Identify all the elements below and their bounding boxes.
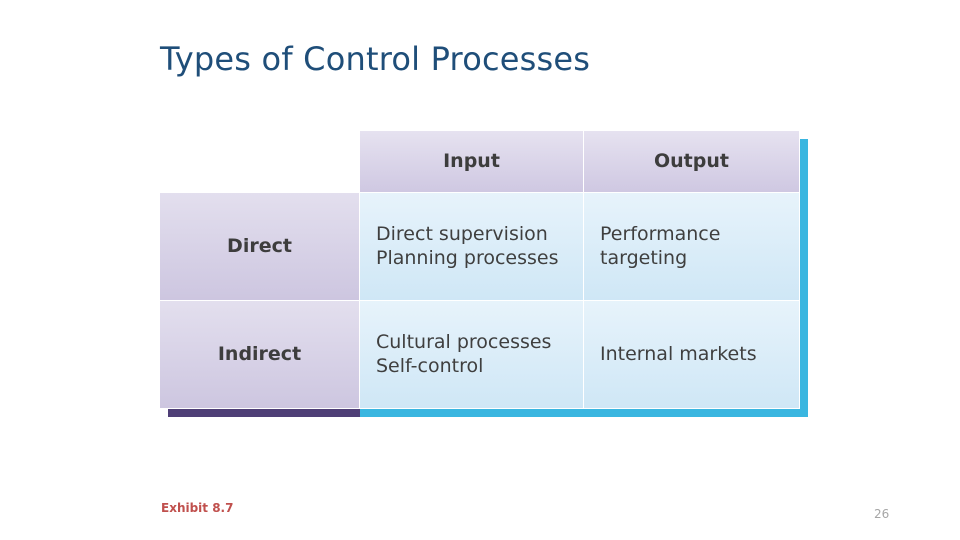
exhibit-label: Exhibit 8.7 <box>161 501 234 515</box>
page-title: Types of Control Processes <box>160 40 591 78</box>
matrix-column-header-input: Input <box>360 131 584 193</box>
matrix-row-header-indirect-label: Indirect <box>217 342 302 365</box>
matrix-column-header-input-label: Input <box>443 149 500 172</box>
matrix-row-header-direct: Direct <box>160 193 360 301</box>
matrix-cell-direct-output-text: Performance targeting <box>600 223 721 269</box>
matrix-row-header-indirect: Indirect <box>160 301 360 409</box>
matrix-column-header-output: Output <box>584 131 800 193</box>
matrix-cell-indirect-output: Internal markets <box>584 301 800 409</box>
matrix-column-header-output-label: Output <box>654 149 729 172</box>
matrix-cell-direct-output: Performance targeting <box>584 193 800 301</box>
matrix-cell-indirect-input-text: Cultural processes Self-control <box>376 331 552 377</box>
matrix-corner-cell <box>160 131 360 193</box>
matrix-cell-direct-input-text: Direct supervision Planning processes <box>376 223 559 269</box>
slide-number: 26 <box>874 507 890 521</box>
matrix-row-header-direct-label: Direct <box>227 234 292 257</box>
control-processes-matrix: Input Output Direct Direct supervision P… <box>160 131 808 417</box>
matrix-cell-indirect-input: Cultural processes Self-control <box>360 301 584 409</box>
matrix-cell-indirect-output-text: Internal markets <box>600 342 757 365</box>
matrix-cell-direct-input: Direct supervision Planning processes <box>360 193 584 301</box>
